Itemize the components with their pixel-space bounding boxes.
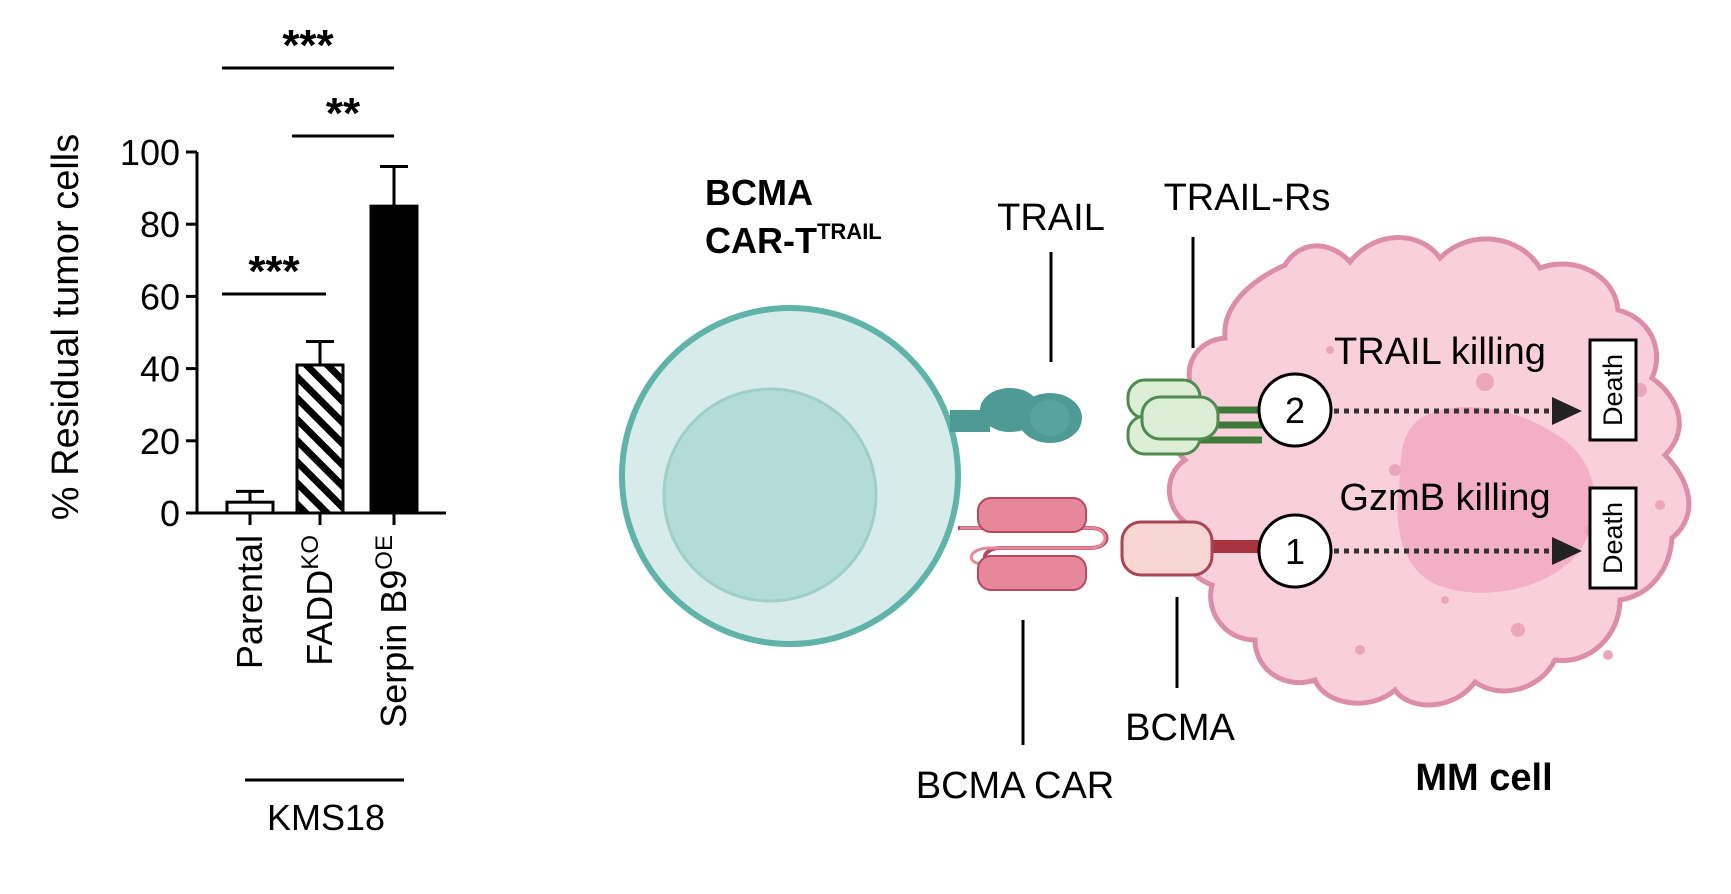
- y-axis-label: % Residual tumor cells: [45, 134, 87, 520]
- death-box-top: [1588, 338, 1638, 442]
- x-tick-label: FADDKO: [297, 535, 340, 666]
- y-tick-label: 100: [120, 132, 180, 173]
- step-1-number: 1: [1285, 531, 1305, 572]
- death-bottom-label: Death: [1598, 502, 1628, 574]
- trail-label: TRAIL: [997, 197, 1105, 239]
- trail-pathway: 2 Death: [1257, 338, 1638, 448]
- car-t-title-line2: CAR-TTRAIL: [705, 219, 882, 261]
- car-t-mechanism-diagram: BCMA CAR-TTRAIL TRAIL TRAIL-Rs BCMA CAR …: [619, 172, 1692, 807]
- mm-cell-speckles: [1326, 346, 1665, 660]
- x-tick-label: Serpin B9OE: [371, 535, 414, 728]
- car-t-nucleus: [662, 387, 878, 603]
- trail-killing-label: TRAIL killing: [1334, 331, 1546, 373]
- trail-rs-label: TRAIL-Rs: [1164, 177, 1331, 219]
- y-ticks: 0 20 40 60 80 100: [120, 132, 197, 534]
- y-tick-label: 20: [140, 421, 180, 462]
- death-box-bottom: [1588, 486, 1638, 590]
- death-top-label: Death: [1598, 354, 1628, 426]
- bcma-label: BCMA: [1125, 707, 1235, 749]
- mm-cell-label: MM cell: [1415, 757, 1552, 799]
- y-tick-label: 60: [140, 276, 180, 317]
- step-2-circle: [1257, 372, 1333, 448]
- step-1-circle: [1257, 513, 1333, 589]
- bar-chart: 0 20 40 60 80 100 Parental FADDKO Serpin B9OE *…: [45, 21, 446, 838]
- significance-brackets: ********: [222, 21, 394, 296]
- gzmb-pathway: 1 Death: [1257, 486, 1638, 590]
- bcma-car: [958, 497, 1109, 591]
- significance-stars: **: [326, 89, 361, 138]
- y-tick-label: 40: [140, 349, 180, 390]
- bcma-car-label: BCMA CAR: [916, 765, 1114, 807]
- significance-stars: ***: [282, 21, 334, 70]
- y-tick-label: 0: [160, 493, 180, 534]
- x-tick-label: Parental: [229, 535, 270, 669]
- bar: [369, 204, 419, 515]
- gzmb-arrowhead: [1552, 537, 1582, 565]
- step-2-number: 2: [1285, 390, 1305, 431]
- x-tick-labels: Parental FADDKO Serpin B9OE: [229, 535, 414, 728]
- mm-nucleus: [1397, 407, 1595, 593]
- car-t-title-line1: BCMA: [705, 172, 813, 213]
- trail-arrowhead: [1552, 397, 1582, 425]
- gzmb-killing-label: GzmB killing: [1339, 477, 1550, 519]
- bars: [225, 164, 419, 525]
- trail-receptors: [1126, 378, 1262, 456]
- bcma-antigen: [1120, 520, 1270, 577]
- group-label: KMS18: [267, 797, 385, 838]
- y-tick-label: 80: [140, 204, 180, 245]
- bar: [295, 363, 345, 515]
- trail-ligand: [950, 388, 1082, 443]
- bar: [225, 500, 275, 515]
- significance-stars: ***: [248, 247, 300, 296]
